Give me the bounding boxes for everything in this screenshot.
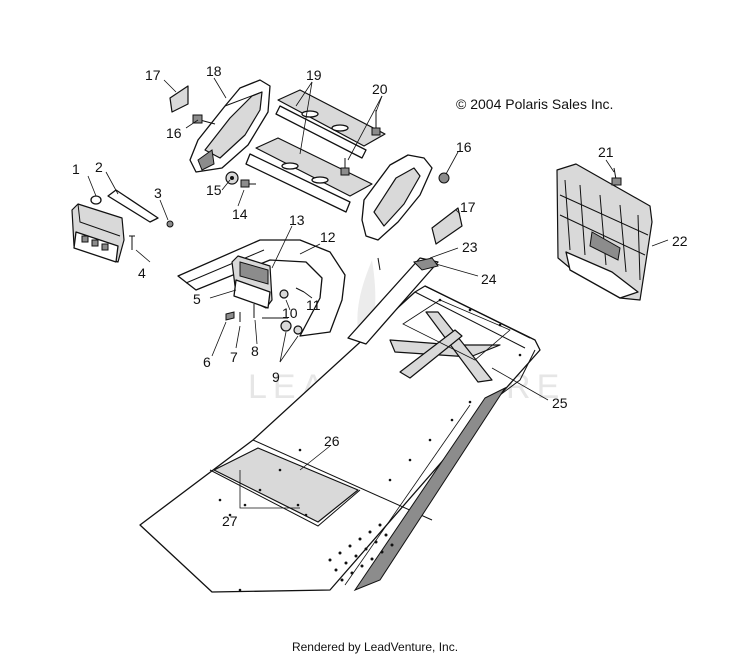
callout-13: 13 [289,212,305,228]
callout-2: 2 [95,159,103,175]
hardware-9 [262,317,303,335]
screw-11 [295,287,305,293]
callout-25: 25 [552,395,568,411]
reflector-right [431,207,463,245]
bolt-21 [611,167,622,186]
callout-5: 5 [193,291,201,307]
tunnel-part [139,285,541,593]
reflector-left [169,85,189,113]
bulb-1 [90,195,102,205]
callout-12: 12 [320,229,336,245]
bolt-16-right [438,172,450,184]
callout-23: 23 [462,239,478,255]
tail-light-center [231,255,273,309]
footer-text: Rendered by LeadVenture, Inc. [291,640,459,654]
callout-26: 26 [324,433,340,449]
left-handle-part [189,79,271,173]
callout-8: 8 [251,343,259,359]
callout-1: 1 [72,161,80,177]
tail-light-left [71,203,125,263]
callout-9: 9 [272,369,280,385]
bolt-14 [240,179,256,188]
bolt-16-left [192,114,216,125]
bolt-20 [340,110,381,176]
callout-19: 19 [306,67,322,83]
callout-17-left: 17 [145,67,161,83]
snow-flap-part [556,163,653,301]
leader-lines [87,77,669,509]
callout-22: 22 [672,233,688,249]
callout-14: 14 [232,206,248,222]
callout-3: 3 [154,185,162,201]
callout-7: 7 [230,349,238,365]
callout-20: 20 [372,81,388,97]
callouts: 1 2 3 4 5 6 7 8 9 10 11 12 13 14 15 16 1… [72,63,688,529]
callout-6: 6 [203,354,211,370]
copyright-text: © 2004 Polaris Sales Inc. [456,96,613,112]
screw-6 [225,311,235,321]
callout-15: 15 [206,182,222,198]
nut-10 [279,289,289,299]
callout-17-right: 17 [460,199,476,215]
callout-11: 11 [306,297,321,313]
callout-21: 21 [598,144,614,160]
screw-3 [166,220,174,228]
right-handle-part [361,154,433,241]
callout-10: 10 [282,305,298,321]
callout-4: 4 [138,265,146,281]
brace-19 [245,89,386,213]
callout-24: 24 [481,271,497,287]
callout-18: 18 [206,63,222,79]
callout-16-right: 16 [456,139,472,155]
screw-4 [129,235,135,250]
callout-16-left: 16 [166,125,182,141]
callout-27: 27 [222,513,238,529]
lens-2 [107,189,159,223]
rail-24 [347,257,439,345]
